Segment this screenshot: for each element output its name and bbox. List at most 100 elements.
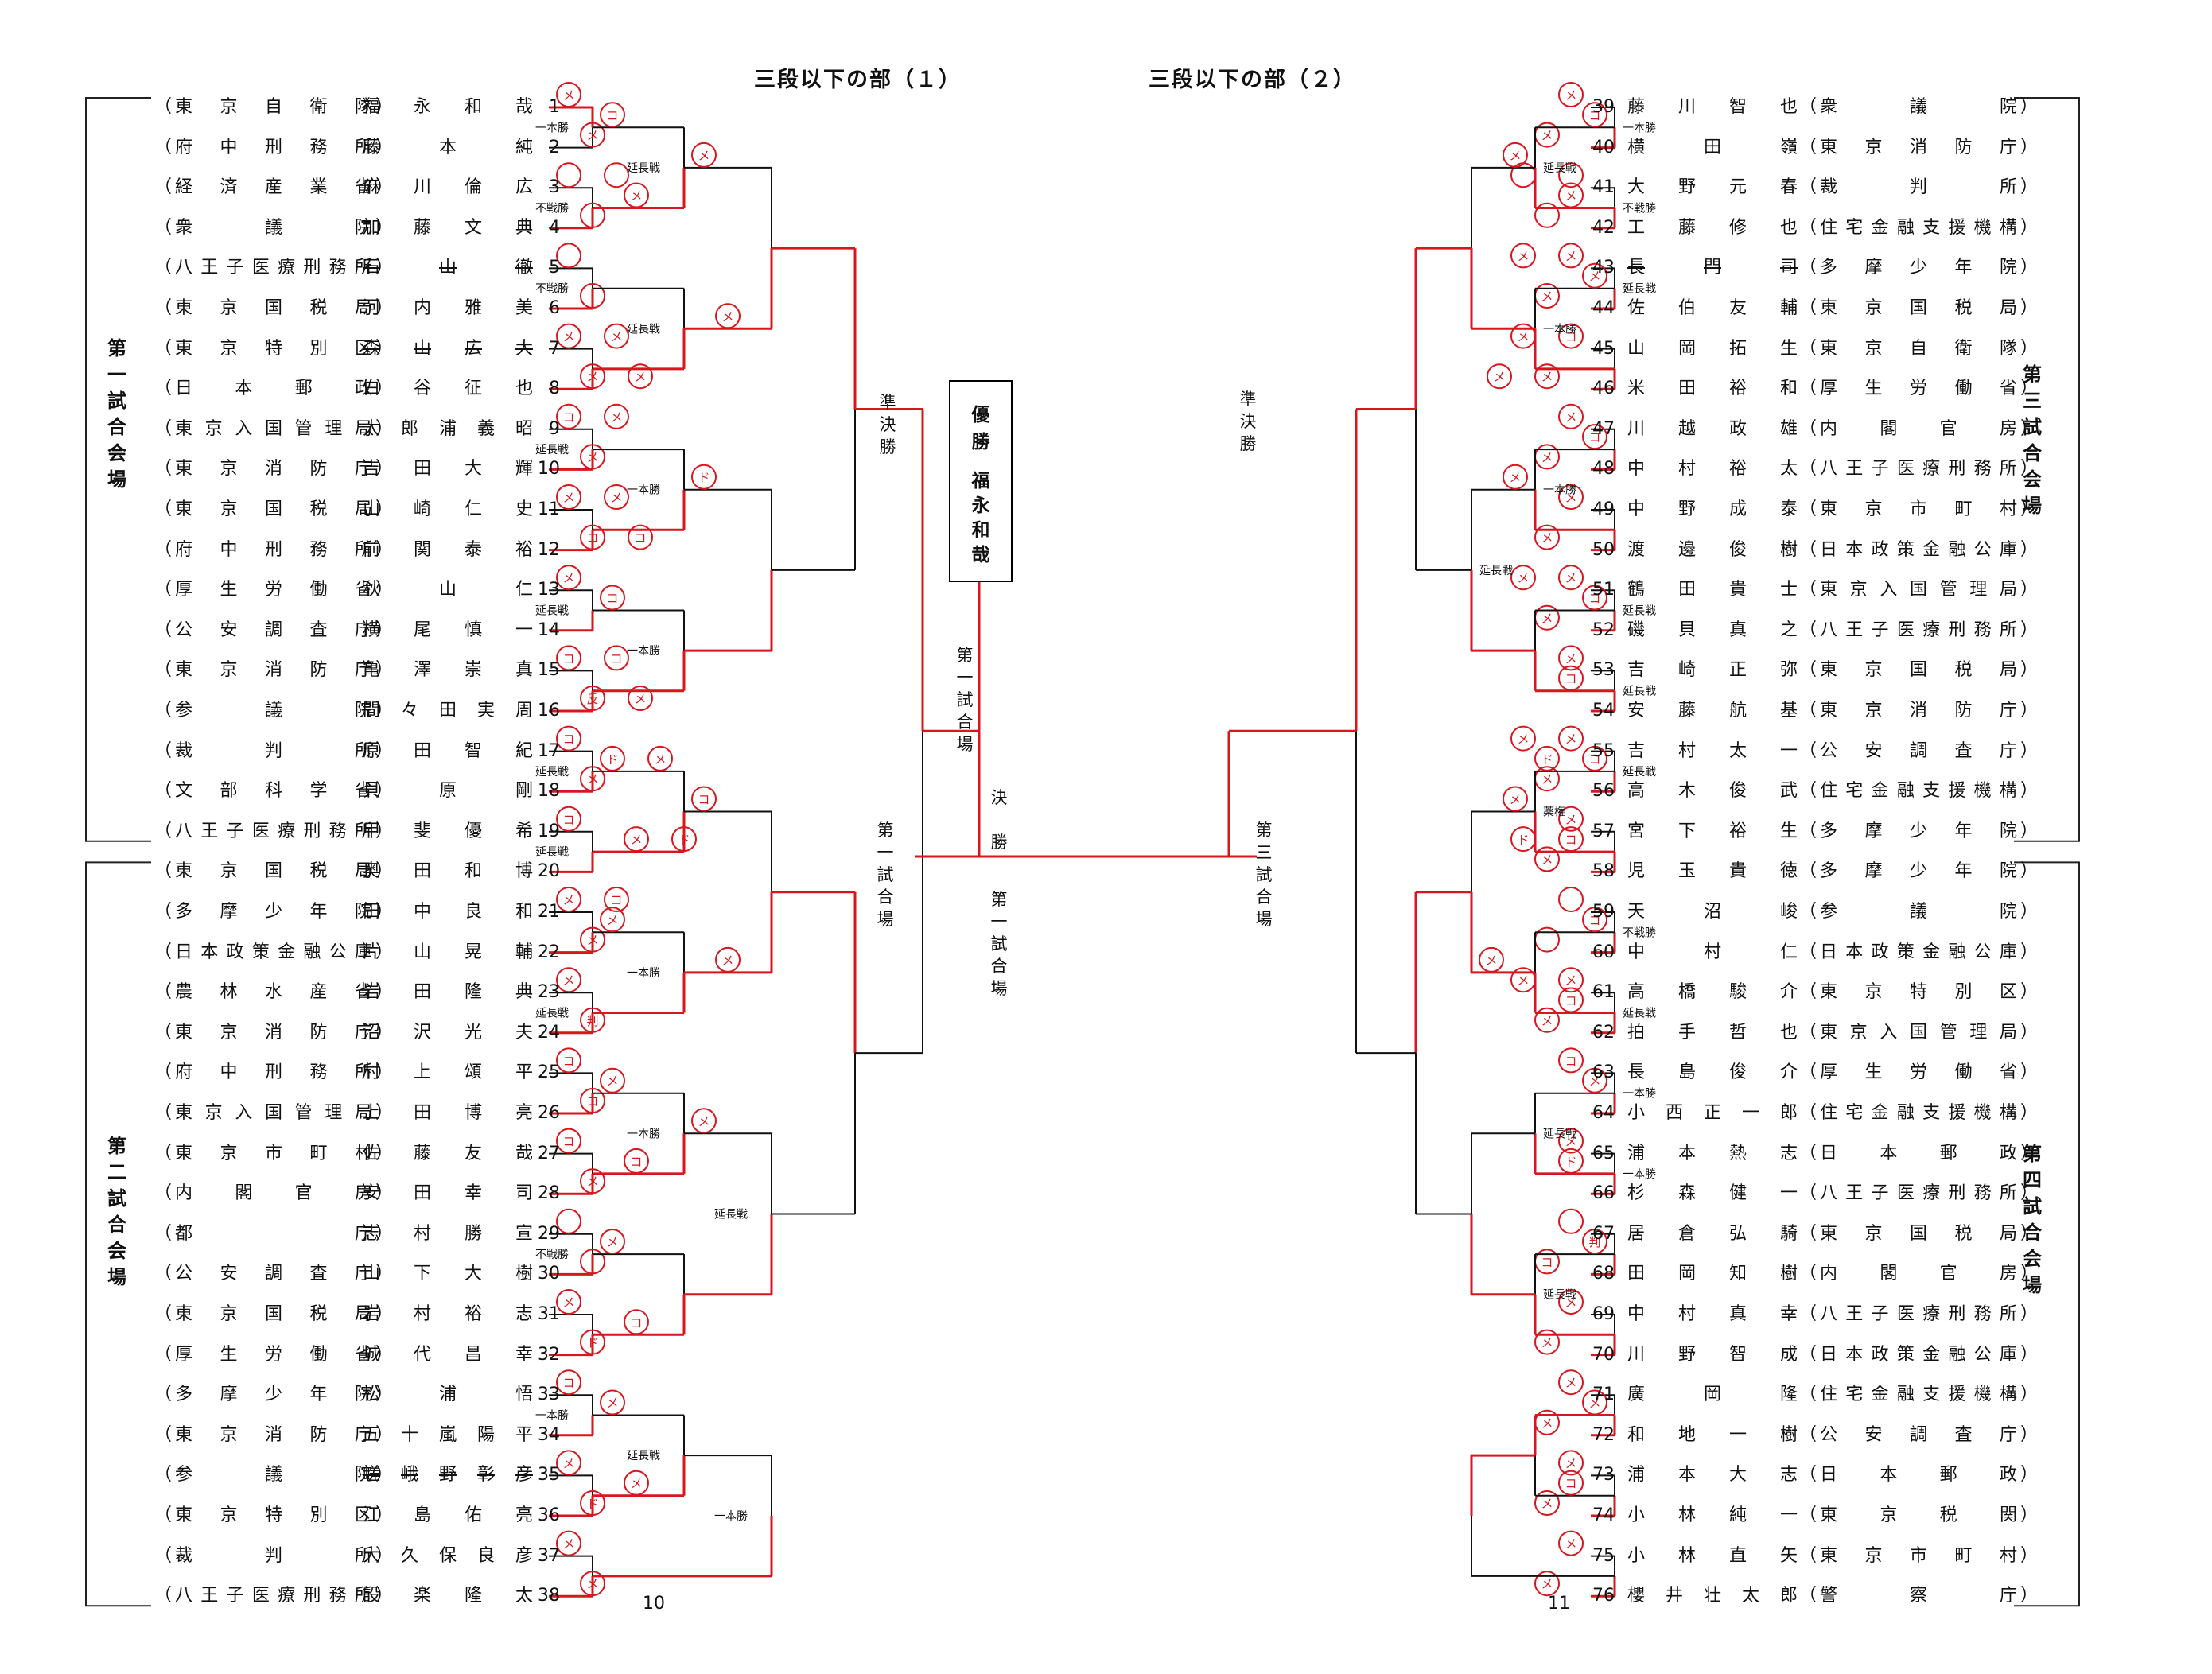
- score-mark: メ: [1503, 142, 1528, 168]
- svg-text:メ: メ: [1541, 612, 1553, 626]
- player-number: 4: [549, 217, 560, 238]
- score-mark: メ: [600, 1389, 625, 1416]
- semifinal-label-right: 準決勝: [1239, 390, 1257, 453]
- player-affiliation: （東京消防庁）: [1799, 137, 2038, 157]
- player-number: 40: [1592, 137, 1615, 157]
- player-affiliation: （東京税関）: [1799, 1505, 2038, 1525]
- player-number: 34: [538, 1424, 560, 1445]
- player-name: 長門司: [1627, 258, 1798, 278]
- svg-text:メ: メ: [1565, 973, 1576, 988]
- player-name: 田中良和: [363, 902, 533, 922]
- player-affiliation: （日本政策金融公庫）: [1799, 1344, 2038, 1365]
- svg-text:判: 判: [586, 1014, 598, 1028]
- score-mark: メ: [1558, 1450, 1584, 1476]
- player-name: 城代昌幸: [363, 1344, 533, 1365]
- svg-text:コ: コ: [606, 592, 618, 606]
- score-mark: メ: [1558, 82, 1584, 107]
- score-mark: [1534, 202, 1560, 228]
- svg-text:コ: コ: [1588, 592, 1600, 606]
- player-number: 33: [538, 1385, 560, 1405]
- player-number: 3: [549, 177, 560, 198]
- match-result-label: 延長戦: [1479, 565, 1513, 577]
- svg-text:メ: メ: [1541, 1336, 1553, 1350]
- svg-text:メ: メ: [1541, 1014, 1553, 1028]
- score-mark: メ: [1510, 565, 1536, 591]
- svg-text:メ: メ: [698, 1114, 709, 1128]
- match-result-label: 延長戦: [627, 1450, 660, 1462]
- score-mark: コ: [624, 1148, 649, 1174]
- score-mark: [580, 283, 605, 309]
- svg-text:メ: メ: [1509, 793, 1521, 807]
- svg-text:メ: メ: [1493, 370, 1505, 384]
- score-mark: ド: [1510, 826, 1536, 853]
- player-name: 工藤修也: [1627, 217, 1798, 238]
- player-number: 52: [1592, 619, 1615, 640]
- player-number: 49: [1592, 499, 1615, 519]
- score-mark: 反: [580, 686, 605, 711]
- score-mark: コ: [604, 645, 629, 671]
- score-mark: メ: [556, 565, 581, 591]
- player-name: 上田博亮: [363, 1103, 533, 1123]
- player-number: 36: [538, 1505, 560, 1525]
- player-name: 村上頌平: [363, 1062, 533, 1083]
- player-affiliation: （日本政策金融公庫）: [1799, 942, 2038, 962]
- score-mark: メ: [556, 967, 581, 993]
- score-mark: メ: [1558, 403, 1584, 429]
- score-mark: メ: [1558, 1369, 1584, 1396]
- svg-text:メ: メ: [1541, 1497, 1553, 1511]
- svg-text:コ: コ: [1565, 994, 1576, 1008]
- player-name: 藤川智也: [1627, 97, 1798, 117]
- winner-box: 優勝 福永和哉: [949, 380, 1013, 582]
- svg-text:メ: メ: [1509, 471, 1521, 485]
- svg-text:メ: メ: [1517, 249, 1529, 263]
- score-mark: コ: [624, 1309, 649, 1335]
- svg-text:メ: メ: [1565, 1376, 1576, 1390]
- player-number: 75: [1592, 1545, 1615, 1566]
- score-mark: [556, 1208, 581, 1234]
- player-name: 川野智成: [1627, 1344, 1798, 1365]
- score-mark: [604, 162, 629, 188]
- player-number: 21: [538, 902, 560, 922]
- player-name: 佐伯友輔: [1627, 298, 1798, 318]
- player-name: 甲斐優希: [363, 821, 533, 841]
- svg-text:メ: メ: [586, 450, 598, 464]
- score-mark: メ: [600, 907, 625, 933]
- player-number: 26: [538, 1103, 560, 1123]
- match-result-label: 一本勝: [627, 645, 660, 658]
- svg-text:メ: メ: [586, 1175, 598, 1189]
- player-name: 佐藤友哉: [363, 1143, 533, 1163]
- player-number: 65: [1592, 1143, 1615, 1163]
- score-mark: コ: [556, 806, 581, 832]
- player-affiliation: （東京消防庁）: [154, 1022, 393, 1043]
- player-number: 31: [538, 1304, 560, 1324]
- player-affiliation: （裁判所）: [1799, 177, 2038, 198]
- player-name: 居倉弘騎: [1627, 1223, 1798, 1244]
- score-mark: メ: [1534, 1007, 1560, 1033]
- score-mark: コ: [556, 1047, 581, 1074]
- svg-text:メ: メ: [606, 1235, 618, 1249]
- player-number: 47: [1592, 418, 1615, 439]
- score-mark: ド: [1534, 745, 1560, 771]
- player-number: 43: [1592, 258, 1615, 278]
- score-mark: メ: [715, 946, 741, 973]
- player-number: 9: [549, 418, 560, 439]
- player-name: 福永和哉: [363, 97, 533, 117]
- score-mark: コ: [580, 524, 605, 550]
- score-mark: メ: [1558, 967, 1584, 993]
- svg-text:コ: コ: [630, 1155, 642, 1169]
- score-mark: メ: [1558, 1128, 1584, 1154]
- score-mark: メ: [1558, 182, 1584, 208]
- player-name: 児玉貴徳: [1627, 861, 1798, 882]
- match-result-label: 一本勝: [627, 484, 660, 497]
- score-mark: メ: [604, 484, 629, 510]
- svg-text:コ: コ: [562, 410, 574, 425]
- match-result-label: 一本勝: [535, 1410, 569, 1423]
- player-affiliation: （東京特別区）: [154, 338, 393, 359]
- player-affiliation: （八王子医療刑務所）: [154, 1586, 393, 1606]
- right-bracket-title: 三段以下の部（２）: [1149, 68, 1356, 92]
- svg-text:メ: メ: [606, 1074, 618, 1089]
- player-affiliation: （日本政策金融公庫）: [154, 942, 393, 962]
- svg-text:メ: メ: [562, 491, 574, 505]
- score-mark: メ: [1534, 444, 1560, 470]
- player-number: 41: [1592, 177, 1615, 198]
